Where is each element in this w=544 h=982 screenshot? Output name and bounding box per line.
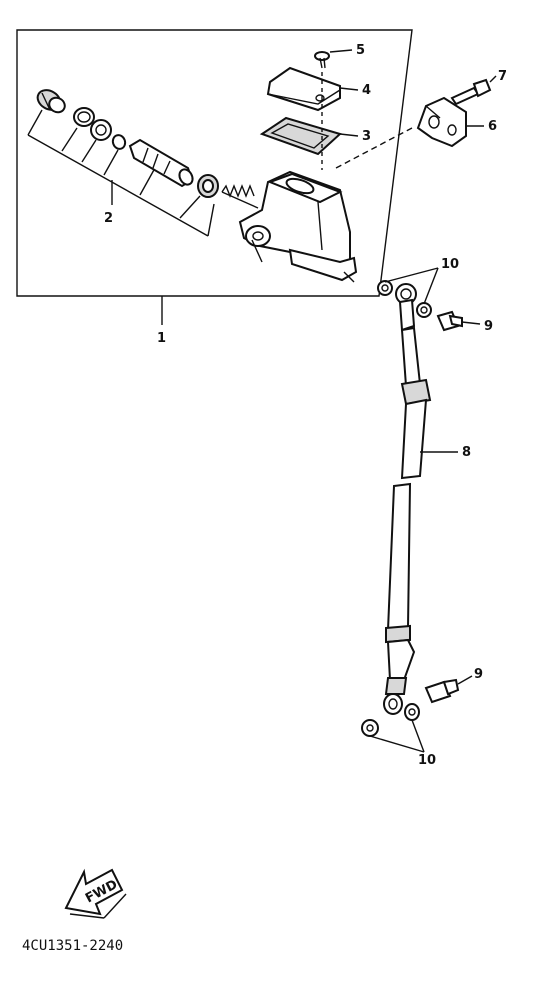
piston-cup — [197, 174, 219, 198]
piston-kit-bracket — [27, 109, 215, 237]
leader-10-top-b — [423, 267, 439, 305]
master-cylinder-assembly-frame — [16, 29, 413, 297]
callout-10-top: 10 — [441, 257, 459, 272]
reservoir-cap — [266, 66, 341, 112]
callout-1: 1 — [157, 331, 166, 346]
top-union-bolt — [436, 310, 463, 332]
callout-5: 5 — [356, 43, 365, 58]
washer — [90, 119, 112, 141]
callout-2: 2 — [104, 211, 113, 226]
callout-3: 3 — [362, 129, 371, 144]
top-banjo-fitting — [377, 280, 432, 332]
leader-10-bottom-a — [369, 735, 425, 753]
callout-9-bottom: 9 — [474, 667, 483, 682]
callout-6: 6 — [488, 119, 497, 134]
brake-hose — [384, 326, 432, 695]
cap-screw — [314, 51, 330, 69]
diaphragm — [259, 116, 342, 156]
return-spring — [221, 184, 259, 209]
leader-9-bottom — [457, 675, 473, 685]
callout-8: 8 — [462, 445, 471, 460]
bottom-union-bolt — [424, 678, 460, 704]
master-cylinder-holder — [416, 96, 467, 148]
leader-9-top — [461, 321, 481, 325]
holder-bolt — [450, 78, 492, 106]
snap-ring — [73, 107, 95, 127]
brake-switch-lead — [343, 271, 355, 283]
leader-3 — [339, 133, 359, 137]
drawing-code: 4CU1351-2240 — [22, 938, 123, 954]
master-cylinder-body — [238, 170, 358, 282]
o-ring — [111, 134, 127, 150]
alignment-line-holder — [335, 127, 413, 169]
callout-10-bottom: 10 — [418, 753, 436, 768]
fwd-arrow-icon: FWD — [64, 868, 127, 919]
leader-10-bottom-b — [411, 719, 425, 753]
piston — [128, 138, 194, 188]
callout-7: 7 — [498, 69, 507, 84]
callout-9-top: 9 — [484, 319, 493, 334]
leader-4 — [339, 87, 359, 91]
leader-5 — [329, 49, 353, 53]
dust-boot — [36, 89, 66, 114]
leader-10-top-a — [384, 267, 439, 283]
leader-7 — [489, 75, 497, 83]
bottom-banjo-fitting — [361, 693, 420, 737]
callout-4: 4 — [362, 83, 371, 98]
